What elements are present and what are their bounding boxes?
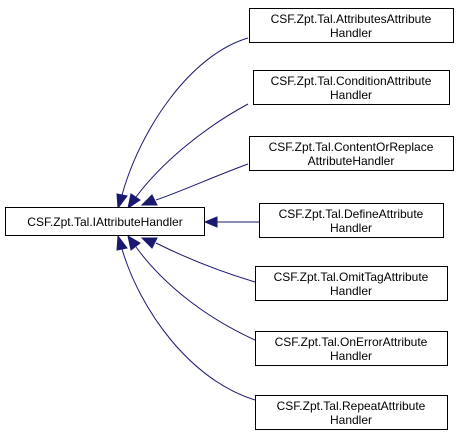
derived-node-condition[interactable]: CSF.Zpt.Tal.ConditionAttribute Handler — [253, 70, 450, 105]
arrowhead-contentorreplace — [140, 194, 158, 206]
arrowhead-condition — [127, 193, 141, 210]
derived-node-repeat[interactable]: CSF.Zpt.Tal.RepeatAttribute Handler — [255, 395, 448, 430]
derived-node-label-line2: Handler — [330, 88, 372, 102]
arrowhead-attributes — [116, 193, 128, 210]
derived-node-attributes[interactable]: CSF.Zpt.Tal.AttributesAttribute Handler — [249, 8, 454, 43]
derived-node-label-line1: CSF.Zpt.Tal.OmitTagAttribute — [274, 270, 429, 284]
derived-node-label-line2: Handler — [330, 413, 372, 427]
edge-onerror — [135, 246, 256, 341]
edge-attributes — [121, 37, 249, 196]
derived-node-define[interactable]: CSF.Zpt.Tal.DefineAttribute Handler — [259, 203, 444, 238]
edge-repeat — [121, 248, 256, 401]
inheritance-arrowheads — [116, 193, 218, 251]
derived-node-omittag[interactable]: CSF.Zpt.Tal.OmitTagAttribute Handler — [255, 266, 448, 301]
derived-node-label-line2: Handler — [330, 349, 372, 363]
edge-contentorreplace — [155, 163, 249, 201]
derived-node-label-line2: AttributeHandler — [308, 154, 395, 168]
derived-node-label-line2: Handler — [330, 26, 372, 40]
edge-omittag — [155, 242, 256, 283]
derived-node-label-line1: CSF.Zpt.Tal.DefineAttribute — [279, 207, 424, 221]
arrowhead-omittag — [140, 237, 158, 249]
derived-node-label-line1: CSF.Zpt.Tal.ConditionAttribute — [271, 74, 432, 88]
arrowhead-repeat — [116, 234, 128, 251]
derived-node-label-line2: Handler — [330, 221, 372, 235]
derived-node-label-line1: CSF.Zpt.Tal.AttributesAttribute — [271, 12, 432, 26]
derived-node-onerror[interactable]: CSF.Zpt.Tal.OnErrorAttribute Handler — [255, 331, 448, 366]
arrowhead-define — [203, 216, 218, 228]
derived-node-label-line2: Handler — [330, 284, 372, 298]
derived-node-label-line1: CSF.Zpt.Tal.ContentOrReplace — [269, 140, 434, 154]
base-class-node[interactable]: CSF.Zpt.Tal.IAttributeHandler — [5, 207, 205, 236]
base-class-label: CSF.Zpt.Tal.IAttributeHandler — [27, 215, 182, 229]
derived-node-contentorreplace[interactable]: CSF.Zpt.Tal.ContentOrReplace AttributeHa… — [249, 136, 454, 171]
derived-node-label-line1: CSF.Zpt.Tal.RepeatAttribute — [277, 399, 426, 413]
arrowhead-onerror — [127, 234, 141, 251]
derived-node-label-line1: CSF.Zpt.Tal.OnErrorAttribute — [275, 335, 428, 349]
edge-condition — [135, 103, 249, 198]
inheritance-edges — [121, 37, 260, 401]
